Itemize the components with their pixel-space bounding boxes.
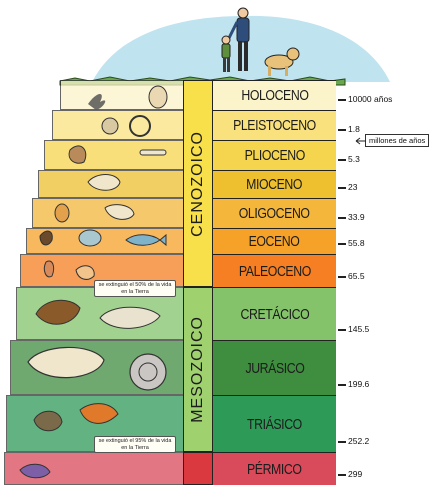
- fossil-fragment-icon: [34, 411, 62, 431]
- skull-icon: [105, 205, 134, 220]
- tusk-icon: [130, 116, 150, 136]
- fish-icon: [126, 235, 166, 246]
- shell-icon: [79, 230, 101, 246]
- egg-fossil-icon: [55, 204, 69, 222]
- tooth-icon: [44, 261, 53, 277]
- trilobite-icon: [36, 300, 80, 324]
- feather-fossil-icon: [80, 404, 118, 424]
- trex-skull-icon: [28, 347, 104, 377]
- dinosaur-skull-icon: [100, 307, 160, 328]
- fossil-fragment-icon: [76, 266, 94, 280]
- crinoid-icon: [20, 464, 50, 478]
- ammonite-icon: [130, 354, 166, 390]
- fossil-fragment-icon: [69, 146, 86, 163]
- mammal-skull-icon: [88, 175, 120, 191]
- leaf-fossil-icon: [40, 231, 52, 245]
- skull-icon: [149, 86, 167, 108]
- bone-icon: [140, 150, 166, 155]
- shell-icon: [102, 118, 118, 134]
- bird-fossil-icon: [88, 94, 105, 110]
